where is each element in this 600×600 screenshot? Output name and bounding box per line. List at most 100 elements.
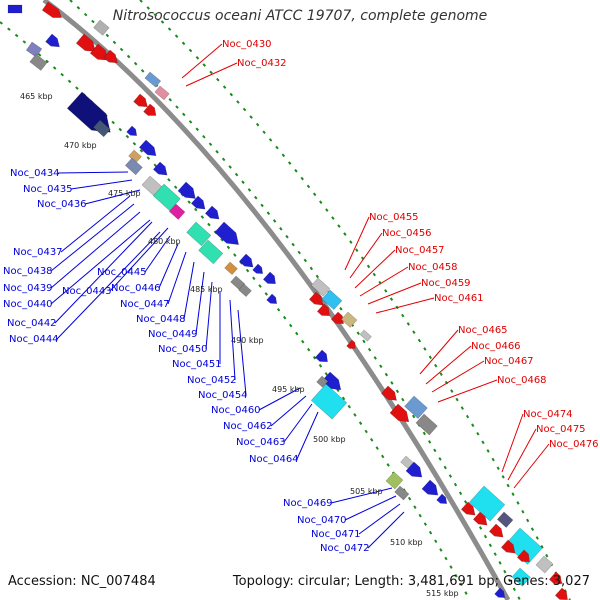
gene-feature (359, 329, 372, 342)
gene-feature (124, 157, 143, 176)
gene-label: Noc_0438 (3, 266, 53, 277)
gene-label: Noc_0437 (13, 247, 63, 258)
gene-label: Noc_0452 (187, 375, 237, 386)
gene-feature (7, 4, 23, 14)
gene-feature (41, 1, 62, 18)
gene-feature (415, 413, 438, 436)
gene-feature (511, 567, 531, 587)
leader-line (144, 235, 171, 273)
gene-feature (394, 485, 410, 501)
gene-feature (460, 501, 476, 516)
gene-feature (389, 403, 410, 423)
leader-line (344, 495, 397, 521)
leader-line (359, 266, 409, 297)
gene-label: Noc_0449 (148, 329, 198, 340)
gene-feature (488, 523, 504, 538)
gene-feature (404, 395, 428, 419)
leader-line (56, 231, 161, 340)
feature-layer (7, 1, 568, 600)
leader-line (57, 171, 129, 174)
gene-feature (554, 587, 568, 600)
gene-feature (154, 85, 170, 101)
gene-label: Noc_0444 (9, 334, 59, 345)
gene-feature (500, 539, 516, 554)
scale-mark: 480 kbp (148, 237, 181, 246)
gene-label: Noc_0435 (23, 184, 73, 195)
gene-feature (143, 103, 157, 116)
leader-line (358, 503, 401, 535)
gene-feature (496, 511, 514, 528)
gene-feature (385, 471, 404, 490)
leader-line (158, 243, 179, 289)
gene-label: Noc_0432 (237, 58, 287, 69)
label-layer: Noc_0430Noc_0432Noc_0455Noc_0456Noc_0457… (3, 39, 599, 554)
gene-feature (177, 181, 196, 199)
gene-feature (133, 93, 148, 108)
leader-line (50, 211, 141, 289)
map-title: Nitrosococcus oceani ATCC 19707, complet… (112, 8, 488, 24)
gene-feature (316, 375, 329, 388)
leader-line (50, 203, 135, 272)
gene-feature (346, 339, 356, 349)
leader-line (109, 227, 169, 292)
gene-feature (144, 71, 162, 88)
leader-line (375, 297, 435, 314)
gene-label: Noc_0468 (497, 375, 547, 386)
gene-feature (25, 41, 43, 58)
leader-line (84, 189, 141, 205)
gene-label: Noc_0443 (62, 286, 112, 297)
gene-feature (262, 271, 276, 285)
leader-line (50, 219, 151, 305)
gene-label: Noc_0474 (523, 409, 573, 420)
gene-feature (548, 571, 562, 585)
leader-line (419, 329, 459, 375)
gene-feature (45, 33, 60, 48)
leader-line (507, 428, 537, 481)
gene-label: Noc_0447 (120, 299, 170, 310)
gene-label: Noc_0461 (434, 293, 484, 304)
leader-line (354, 249, 396, 289)
leader-line (367, 511, 405, 549)
scale-mark: 500 kbp (313, 435, 346, 444)
gene-feature (516, 549, 530, 563)
leader-line (344, 216, 370, 271)
gene-label: Noc_0465 (458, 325, 508, 336)
gene-feature (89, 43, 109, 61)
gene-label: Noc_0469 (283, 498, 333, 509)
gene-label: Noc_0476 (549, 439, 599, 450)
leader-line (349, 232, 383, 279)
gene-label: Noc_0440 (3, 299, 53, 310)
gene-feature (504, 527, 543, 565)
leader-line (70, 179, 133, 190)
gene-feature (103, 49, 118, 64)
gene-label: Noc_0442 (7, 318, 57, 329)
gene-label: Noc_0439 (3, 283, 53, 294)
gene-feature (238, 253, 254, 268)
leader-line (258, 387, 301, 411)
gene-label: Noc_0451 (172, 359, 222, 370)
gene-feature (152, 183, 181, 212)
gene-feature (316, 303, 330, 317)
gene-label: Noc_0460 (211, 405, 261, 416)
gene-feature (168, 203, 186, 220)
gene-label: Noc_0434 (10, 168, 60, 179)
leader-line (181, 43, 223, 79)
leader-line (229, 299, 236, 381)
gene-label: Noc_0445 (97, 267, 147, 278)
gene-feature (214, 221, 240, 245)
leader-line (54, 221, 153, 324)
gene-feature (252, 263, 264, 274)
scale-mark: 495 kbp (272, 385, 305, 394)
gene-feature (238, 283, 252, 298)
gene-label: Noc_0475 (536, 424, 586, 435)
gene-feature (535, 555, 554, 574)
accession-text: Accession: NC_007484 (8, 574, 156, 589)
gene-feature (29, 53, 48, 71)
gene-label: Noc_0463 (236, 437, 286, 448)
gene-feature (405, 461, 423, 478)
gene-feature (198, 239, 224, 265)
gene-feature (310, 277, 331, 297)
gene-feature (340, 311, 358, 328)
gene-feature (190, 195, 206, 210)
track-guides (0, 0, 571, 600)
